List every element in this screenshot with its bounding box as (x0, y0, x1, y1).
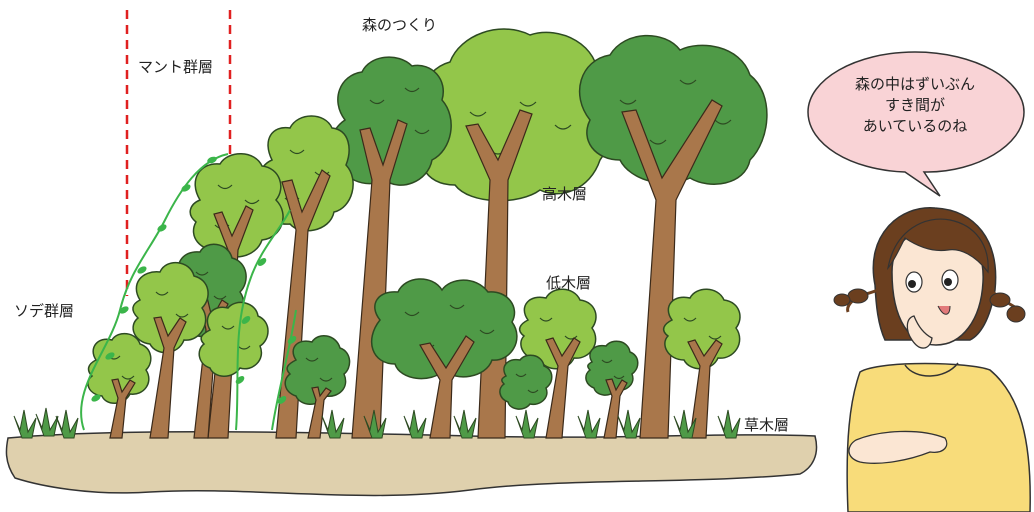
canopy-tree-left (330, 56, 452, 439)
girl-hands (848, 430, 948, 464)
vine-leaves (91, 156, 297, 404)
speech-line-1: 森の中はずいぶん (854, 75, 975, 93)
mantle-tree-small (198, 301, 269, 377)
shrub-tree-small-dark (499, 354, 553, 410)
girl-hand-chin (906, 315, 933, 349)
sode-layer-label: ソデ群層 (14, 302, 75, 320)
shrub-tree-far-right (662, 288, 741, 439)
canopy-layer-label: 高木層 (542, 185, 588, 203)
speech-line-3: あいているのね (862, 117, 968, 135)
vine (80, 153, 297, 431)
mantle-tree-front (132, 262, 209, 439)
speech-bubble-text: 森の中はずいぶん すき間が あいているのね (815, 74, 1015, 137)
mantle-layer-label: マント群層 (138, 58, 214, 76)
shrub-tree-dark-1 (284, 335, 351, 439)
canopy-tree-right (579, 34, 768, 439)
shrub-tree-right-light (518, 288, 597, 439)
speech-bubble (807, 51, 1025, 197)
sode-tree (87, 332, 152, 439)
diagram-title: 森のつくり (362, 16, 438, 34)
shrub-layer-label: 低木層 (546, 274, 592, 292)
speech-line-2: すき間が (884, 96, 945, 114)
herb-layer-label: 草木層 (744, 416, 790, 434)
shrub-tree-center-large (370, 278, 518, 439)
girl-character (833, 207, 1031, 512)
ground (5, 430, 818, 497)
girl-collar (904, 362, 959, 377)
